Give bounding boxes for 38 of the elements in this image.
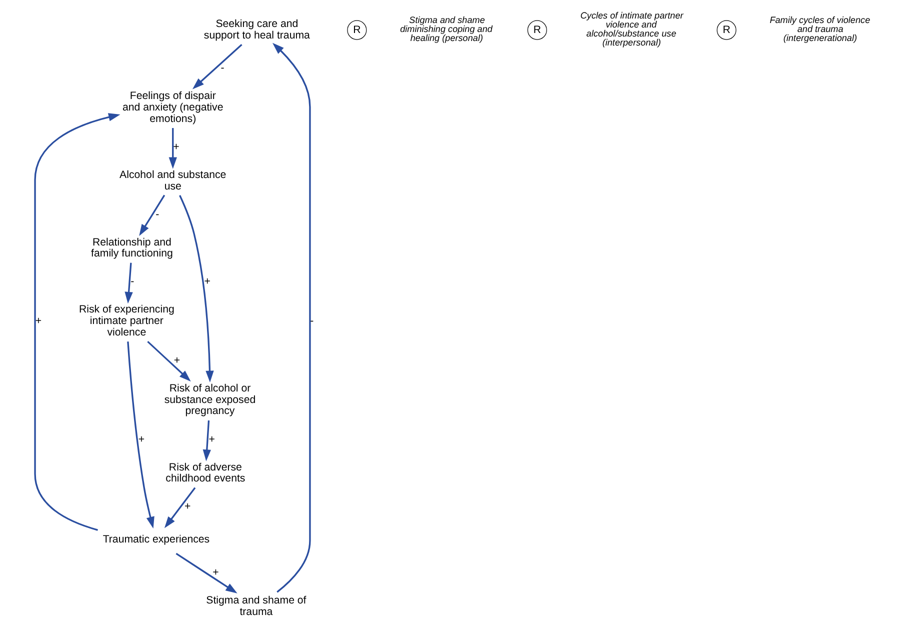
edge-label: + — [212, 566, 219, 579]
edge-label: + — [173, 140, 180, 153]
node-circle: R — [716, 20, 736, 40]
node-text: Feelings of dispair and anxiety (negative emotions) — [122, 90, 224, 125]
arrow — [34, 113, 120, 531]
node-text: Traumatic experiences — [102, 534, 210, 546]
arrow — [179, 195, 214, 382]
node-text: Relationship and family functioning — [91, 236, 173, 260]
arrow — [124, 262, 133, 304]
edge-label: - — [130, 276, 134, 288]
edge-label: - — [220, 62, 224, 74]
node-text: Risk of experiencing intimate partner violence — [78, 304, 174, 338]
node-text: Risk of adverse childhood events — [166, 461, 246, 485]
node-text: Risk of alcohol or substance exposed pregnancy — [164, 382, 256, 418]
node-circle: R — [347, 20, 367, 40]
arrow — [147, 340, 191, 382]
arrow — [192, 44, 242, 90]
edge-label: - — [310, 315, 314, 328]
node-label: Cycles of intimate partner violence and alcohol/substance use (interpersonal) — [580, 10, 684, 48]
arrow — [164, 487, 196, 528]
edge-label: + — [184, 500, 191, 513]
arrow — [176, 552, 238, 594]
arrow — [127, 341, 154, 528]
arrow — [139, 194, 166, 236]
edge-label: + — [174, 354, 180, 366]
node-label: Family cycles of violence and trauma (intergenerational) — [770, 14, 870, 44]
edge-label: + — [138, 433, 145, 446]
node-text: Stigma and shame of trauma — [206, 594, 306, 618]
edge-label: + — [204, 276, 210, 288]
node-text: Seeking care and support to heal trauma — [204, 18, 310, 42]
arrow — [272, 42, 311, 593]
edge-label: + — [208, 433, 215, 446]
arrow — [202, 420, 211, 462]
arrow — [168, 128, 177, 169]
node-circle: R — [527, 20, 547, 40]
node-label: Stigma and shame diminishing coping and healing (personal) — [400, 14, 492, 44]
edge-label: - — [156, 208, 160, 220]
node-text: Alcohol and substance use — [120, 168, 226, 192]
